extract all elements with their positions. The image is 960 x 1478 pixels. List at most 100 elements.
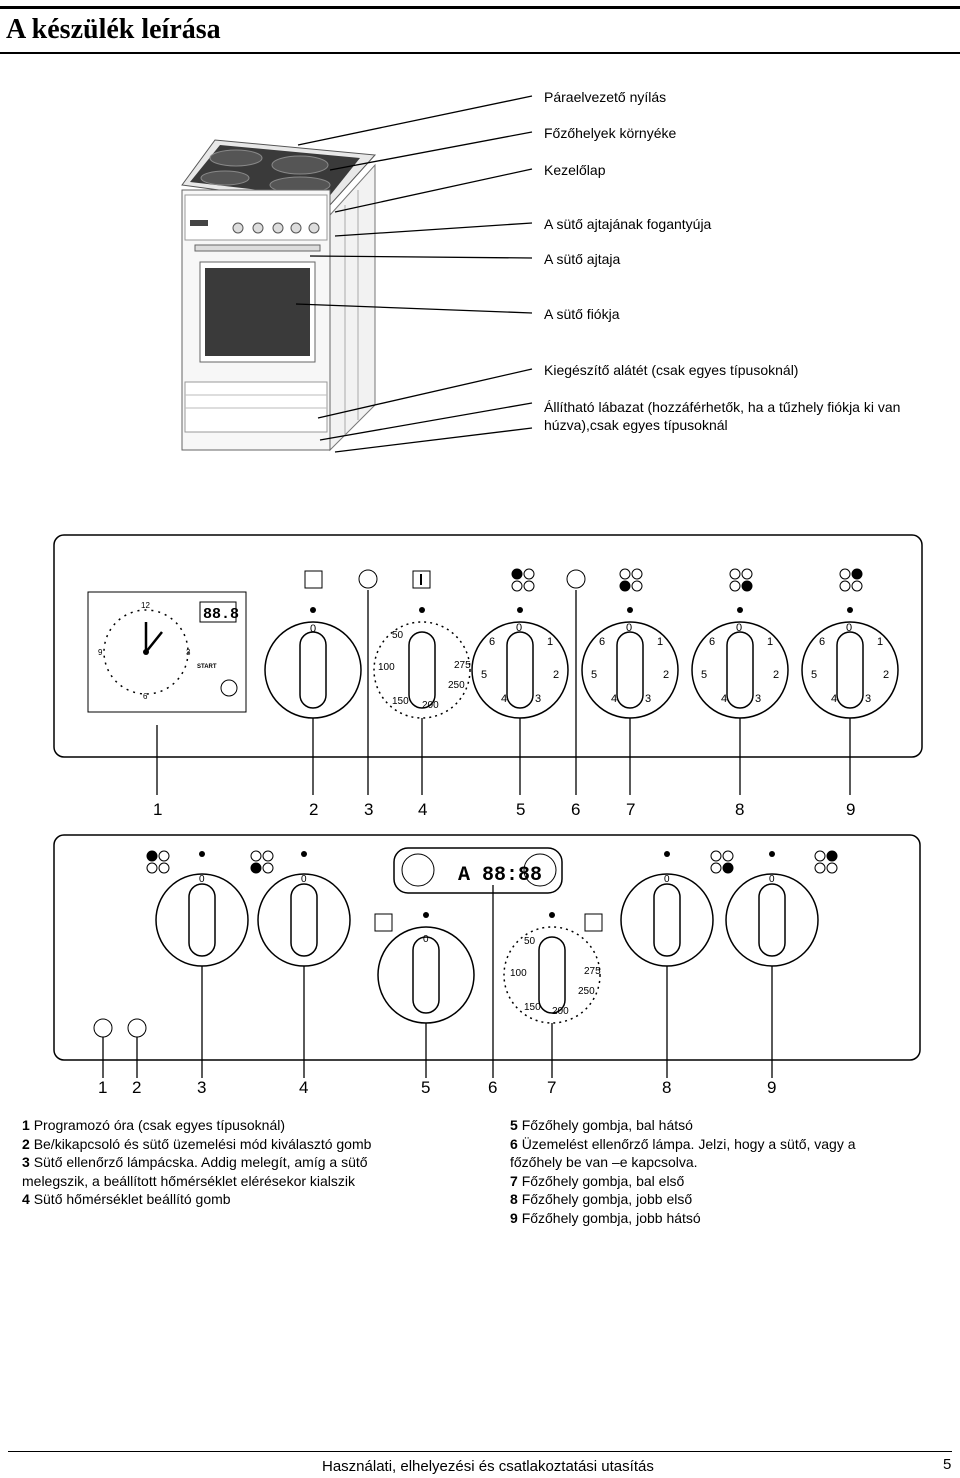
svg-text:4: 4 xyxy=(721,693,727,705)
panel1-num-7: 7 xyxy=(626,800,636,819)
svg-text:3: 3 xyxy=(865,693,871,705)
svg-text:6: 6 xyxy=(819,636,825,648)
svg-text:6: 6 xyxy=(599,636,605,648)
knobs-panel-1 xyxy=(264,621,899,719)
svg-text:50: 50 xyxy=(392,630,404,641)
svg-text:4: 4 xyxy=(501,693,507,705)
callout-vent: Páraelvezető nyílás xyxy=(544,89,667,105)
svg-text:0: 0 xyxy=(516,622,522,634)
svg-text:3: 3 xyxy=(535,693,541,705)
clock-6: 6 xyxy=(143,692,148,701)
svg-text:150: 150 xyxy=(392,696,409,707)
temp-marks-1: 50 100 150 200 250 275 xyxy=(378,630,471,711)
svg-text:0: 0 xyxy=(846,622,852,634)
panel1-num-3: 3 xyxy=(364,800,374,819)
panel1-num-1: 1 xyxy=(153,800,163,819)
stove-illustration xyxy=(181,95,533,453)
callout-hob-area: Főzőhelyek környéke xyxy=(544,125,677,141)
svg-text:50: 50 xyxy=(524,936,536,947)
callout-drawer: A sütő fiókja xyxy=(544,306,620,322)
knobs-panel-2 xyxy=(155,873,819,1024)
panel2-num-5: 5 xyxy=(421,1078,431,1097)
panel1-num-5: 5 xyxy=(516,800,526,819)
control-panel-2: A 88:88 0 0 0 0 0 50 100 150 200 250 275 xyxy=(53,834,921,1078)
svg-text:0: 0 xyxy=(736,622,742,634)
legend-item-1: 1 Programozó óra (csak egyes típusoknál) xyxy=(22,1117,286,1133)
clock-12: 12 xyxy=(141,601,150,610)
svg-text:1: 1 xyxy=(657,636,663,648)
clock-9: 9 xyxy=(98,648,103,657)
svg-text:275: 275 xyxy=(454,660,471,671)
hob-icons-2 xyxy=(146,850,838,874)
callout-door-handle: A sütő ajtajának fogantyúja xyxy=(544,216,712,232)
legend-right: 5 Főzőhely gombja, bal hátsó 6 Üzemelést… xyxy=(510,1116,860,1227)
legend-item-4: 4 Sütő hőmérséklet beállító gomb xyxy=(22,1191,231,1207)
svg-text:100: 100 xyxy=(378,662,395,673)
svg-text:0: 0 xyxy=(664,874,670,885)
svg-text:1: 1 xyxy=(547,636,553,648)
svg-text:200: 200 xyxy=(422,700,439,711)
svg-text:200: 200 xyxy=(552,1006,569,1017)
legend-item-3: 3 Sütő ellenőrző lámpácska. Addig melegí… xyxy=(22,1154,368,1189)
svg-text:2: 2 xyxy=(553,669,559,681)
pilot-lamp-icon-2 xyxy=(566,569,586,589)
svg-text:2: 2 xyxy=(663,669,669,681)
svg-text:250: 250 xyxy=(578,986,595,997)
legend-item-7: 7 Főzőhely gombja, bal első xyxy=(510,1172,685,1189)
svg-text:0: 0 xyxy=(310,623,316,635)
clock-start-label: START xyxy=(197,664,217,670)
oven-light-icon xyxy=(304,570,323,589)
legend-item-5: 5 Főzőhely gombja, bal hátsó xyxy=(510,1117,693,1133)
top-rule xyxy=(0,6,960,9)
footer-text: Használati, elhelyezési és csatlakoztatá… xyxy=(322,1458,654,1475)
pilot-lamp-left xyxy=(93,1018,113,1038)
panel2-num-7: 7 xyxy=(547,1078,557,1097)
panel2-num-6: 6 xyxy=(488,1078,498,1097)
svg-text:5: 5 xyxy=(591,669,597,681)
pilot-lamp-right xyxy=(127,1018,147,1038)
legend-left: 1 Programozó óra (csak egyes típusoknál)… xyxy=(22,1116,382,1209)
legend-item-8: 8 Főzőhely gombja, jobb első xyxy=(510,1191,693,1207)
svg-text:1: 1 xyxy=(767,636,773,648)
svg-text:1: 1 xyxy=(877,636,883,648)
svg-text:2: 2 xyxy=(883,669,889,681)
panel2-num-8: 8 xyxy=(662,1078,672,1097)
panel1-num-2: 2 xyxy=(309,800,319,819)
panel1-num-9: 9 xyxy=(846,800,856,819)
page-number: 5 xyxy=(943,1456,952,1473)
panel1-num-6: 6 xyxy=(571,800,581,819)
svg-text:6: 6 xyxy=(709,636,715,648)
svg-text:2: 2 xyxy=(773,669,779,681)
panel2-num-2: 2 xyxy=(132,1078,142,1097)
panel2-num-3: 3 xyxy=(197,1078,207,1097)
svg-text:0: 0 xyxy=(301,874,307,885)
svg-text:5: 5 xyxy=(811,669,817,681)
svg-text:150: 150 xyxy=(524,1002,541,1013)
footer-rule xyxy=(8,1451,952,1452)
svg-text:100: 100 xyxy=(510,968,527,979)
panel1-num-8: 8 xyxy=(735,800,745,819)
thermometer-icon-2 xyxy=(584,913,603,932)
clock-display: 88.8 xyxy=(203,606,239,623)
svg-text:3: 3 xyxy=(645,693,651,705)
svg-text:250: 250 xyxy=(448,680,465,691)
callout-feet: Állítható lábazat (hozzáférhetők, ha a t… xyxy=(544,399,901,433)
panel1-num-4: 4 xyxy=(418,800,428,819)
title-rule xyxy=(0,52,960,54)
legend-item-2: 2 Be/kikapcsoló és sütő üzemelési mód ki… xyxy=(22,1135,372,1152)
hob-marks-2: 0 0 0 0 0 xyxy=(199,874,775,945)
legend-item-9: 9 Főzőhely gombja, jobb hátsó xyxy=(510,1209,701,1226)
callout-control-panel: Kezelőlap xyxy=(544,162,606,178)
svg-text:5: 5 xyxy=(481,669,487,681)
callout-mat: Kiegészítő alátét (csak egyes típusoknál… xyxy=(544,362,799,378)
svg-text:0: 0 xyxy=(769,874,775,885)
pilot-lamp-icon xyxy=(358,569,378,589)
clock-3: 3 xyxy=(186,648,191,657)
svg-text:0: 0 xyxy=(199,874,205,885)
panel2-num-4: 4 xyxy=(299,1078,309,1097)
temp-marks-2: 50 100 150 200 250 275 xyxy=(510,936,601,1017)
svg-text:4: 4 xyxy=(831,693,837,705)
legend-item-6: 6 Üzemelést ellenőrző lámpa. Jelzi, hogy… xyxy=(510,1135,856,1171)
timer-display: A 88:88 xyxy=(458,864,542,887)
